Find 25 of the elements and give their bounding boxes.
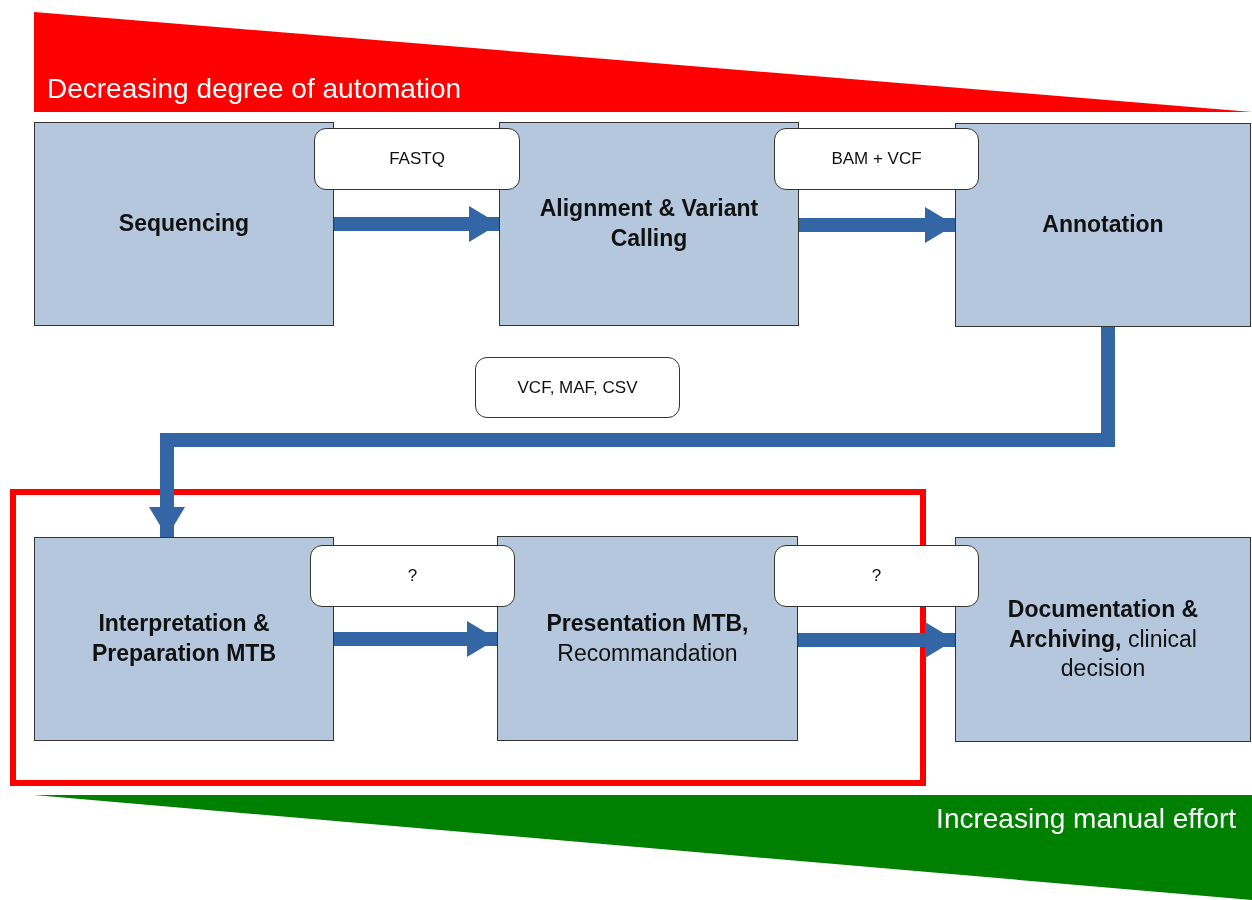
block-arrow <box>799 207 955 243</box>
node-text: Presentation MTB, Recommandation <box>545 608 750 668</box>
node-text: Sequencing <box>118 209 250 239</box>
process-box <box>34 537 334 741</box>
process-box <box>499 122 799 326</box>
block-arrow <box>334 621 497 657</box>
block-arrow <box>149 327 1115 537</box>
process-box <box>955 537 1251 742</box>
edge-label: ? <box>310 545 515 607</box>
process-box <box>497 536 798 741</box>
edge-label: FASTQ <box>314 128 520 190</box>
node-text: Documentation & Archiving, clinical decision <box>1006 594 1200 684</box>
frame-box <box>10 489 926 786</box>
process-box <box>34 122 334 326</box>
edge-label: VCF, MAF, CSV <box>475 357 680 418</box>
process-box <box>955 123 1251 327</box>
node-text: Interpretation & Preparation MTB <box>91 609 277 668</box>
block-arrow <box>798 622 955 658</box>
edge-label: BAM + VCF <box>774 128 979 190</box>
node-text: Annotation <box>1042 210 1164 240</box>
node-text: Alignment & Variant Calling <box>538 194 760 253</box>
block-arrow <box>334 206 499 242</box>
wedge-label: Increasing manual effort <box>936 803 1236 835</box>
edge-label: ? <box>774 545 979 607</box>
wedge-label: Decreasing degree of automation <box>47 73 462 105</box>
